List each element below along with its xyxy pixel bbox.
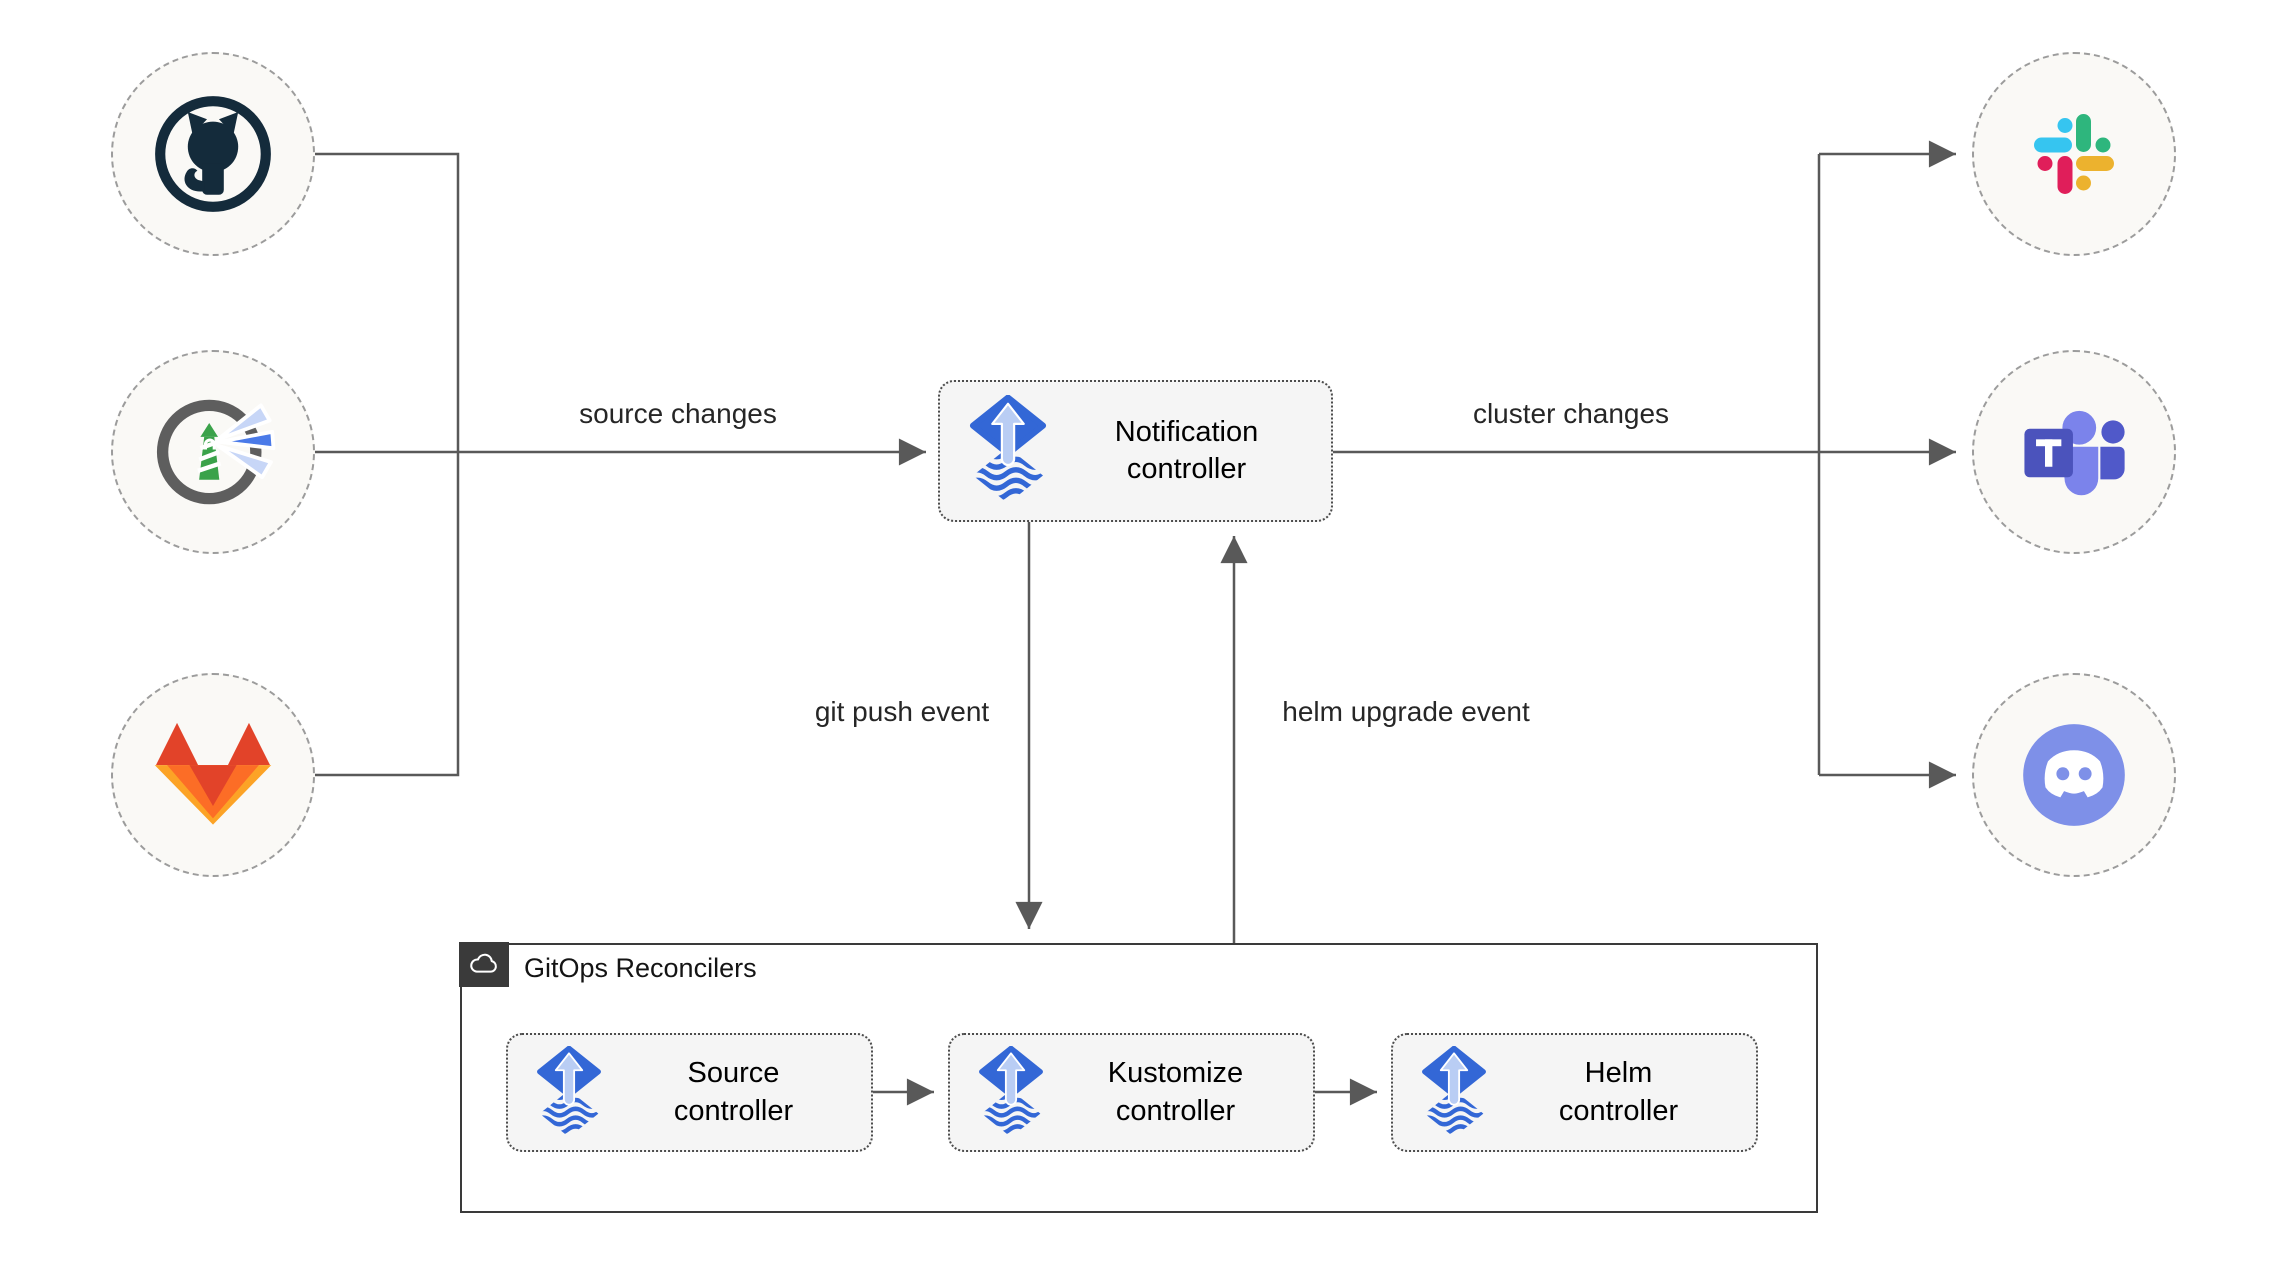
- left-bus-line: [315, 152, 460, 777]
- gitlab-icon: [151, 719, 275, 831]
- helm-controller-label-line2: controller: [1558, 1094, 1679, 1127]
- notification-controller-node: Notification controller: [938, 380, 1333, 522]
- gitlab-node: [111, 673, 315, 877]
- kustomize-controller-node: Kustomize controller: [948, 1033, 1315, 1152]
- discord-node: [1972, 673, 2176, 877]
- kustomize-controller-label: Kustomize controller: [1048, 1055, 1313, 1129]
- notification-controller-label-line1: Notification: [1114, 415, 1259, 448]
- harbor-icon: [150, 389, 276, 515]
- notification-controller-label-line2: controller: [1126, 453, 1247, 485]
- cluster-changes-label: cluster changes: [1472, 398, 1670, 429]
- flux-icon: [964, 395, 1052, 507]
- github-node: [111, 52, 315, 256]
- teams-icon: [2016, 399, 2132, 505]
- cloud-icon: [468, 949, 500, 981]
- source-controller-label-line2: controller: [673, 1094, 794, 1127]
- slack-icon: [2024, 104, 2124, 204]
- helm-controller-label: Helm controller: [1491, 1055, 1756, 1129]
- source-changes-label: source changes: [579, 398, 777, 429]
- github-icon: [153, 94, 273, 214]
- helm-controller-label-line1: Helm: [1584, 1057, 1653, 1090]
- source-controller-label: Source controller: [606, 1055, 871, 1129]
- harbor-node: [111, 350, 315, 554]
- source-controller-node: Source controller: [506, 1033, 873, 1152]
- gitops-reconcilers-container: GitOps Reconcilers: [459, 942, 1818, 1213]
- discord-icon: [2012, 713, 2136, 837]
- flux-icon: [532, 1046, 606, 1140]
- flux-icon: [1417, 1046, 1491, 1140]
- helm-controller-node: Helm controller: [1391, 1033, 1758, 1152]
- helm-upgrade-event-label: helm upgrade event: [1282, 696, 1530, 727]
- source-controller-label-line1: Source: [687, 1057, 780, 1090]
- kustomize-controller-label-line1: Kustomize: [1107, 1057, 1244, 1090]
- teams-node: [1972, 350, 2176, 554]
- notification-controller-label: Notification controller: [1052, 414, 1331, 488]
- flux-icon: [974, 1046, 1048, 1140]
- slack-node: [1972, 52, 2176, 256]
- container-badge: [459, 942, 510, 988]
- git-push-event-label: git push event: [814, 696, 990, 727]
- kustomize-controller-label-line2: controller: [1115, 1094, 1236, 1127]
- gitops-reconcilers-label: GitOps Reconcilers: [524, 953, 757, 983]
